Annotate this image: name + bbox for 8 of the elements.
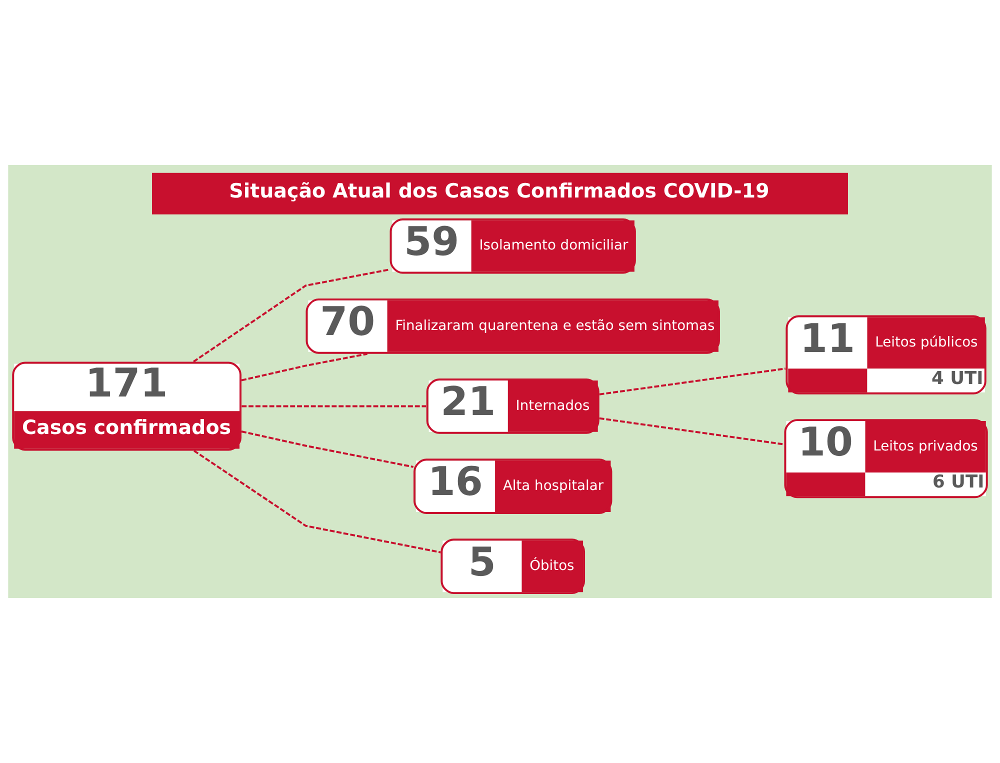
connector [241, 430, 414, 468]
diagram-title: Situação Atual dos Casos Confirmados COVID-19 [229, 180, 770, 203]
connector [241, 352, 368, 382]
connector [599, 417, 784, 446]
connector [242, 405, 426, 408]
connector [193, 268, 390, 362]
connector [194, 450, 441, 554]
connector [599, 368, 786, 396]
